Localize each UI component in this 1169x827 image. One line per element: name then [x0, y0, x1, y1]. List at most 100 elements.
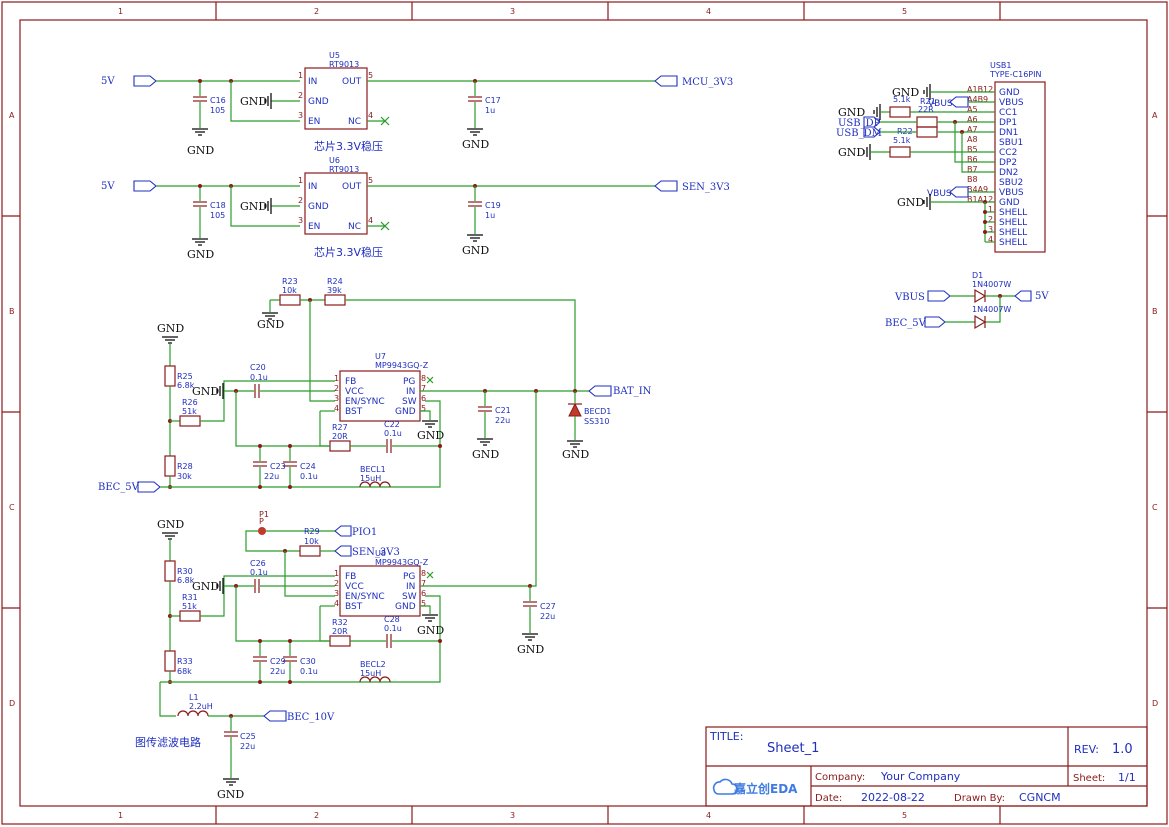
- drawn-by-label: Drawn By:: [954, 793, 1005, 804]
- col-label-2-bottom: 2: [314, 811, 319, 820]
- u8-buck-block: P1 P PIO1 R29 10k SEN_3V3 GND R30 6.8k R…: [135, 391, 556, 801]
- net-port-5v-c[interactable]: [1014, 290, 1032, 302]
- p1-pad[interactable]: [258, 527, 266, 535]
- net-port-mcu-3v3[interactable]: [654, 75, 678, 87]
- gnd-label-u5: GND: [240, 95, 267, 108]
- r26-body: [179, 415, 201, 427]
- row-label-c-right: C: [1152, 503, 1158, 512]
- u5-pin-en: EN: [308, 117, 320, 127]
- sheet-title: Sheet_1: [767, 741, 819, 756]
- u7-pin5-num: 5: [421, 404, 426, 413]
- r29-body: [299, 545, 321, 557]
- c18-ref: C18: [210, 201, 226, 210]
- row-label-a-right: A: [1152, 111, 1158, 120]
- net-port-bec-5v-b[interactable]: [924, 316, 946, 328]
- row-label-d-right: D: [1152, 699, 1158, 708]
- r33-value: 68k: [177, 667, 192, 676]
- usb1-pin-0: GND: [999, 88, 1020, 98]
- c27-ref: C27: [540, 602, 556, 611]
- r29-ref: R29: [304, 527, 320, 536]
- net-port-usb-dp[interactable]: [863, 116, 881, 128]
- c30-value: 0.1u: [300, 667, 318, 676]
- gnd-label-c18: GND: [187, 248, 214, 261]
- net-port-5v-a[interactable]: [133, 75, 157, 87]
- net-port-sen-3v3[interactable]: [654, 180, 678, 192]
- u5-pin3-num: 3: [298, 111, 303, 120]
- usb1-pin-id-0: A1B12: [967, 85, 993, 94]
- u6-pin5-num: 5: [368, 176, 373, 185]
- usb1-pin-13: SHELL: [999, 218, 1027, 228]
- usb1-pin-id-4: A7: [967, 125, 978, 134]
- usb1-pin-id-3: A6: [967, 115, 978, 124]
- u6-part: RT9013: [329, 165, 359, 174]
- c17-ref: C17: [485, 96, 501, 105]
- l1-value: 2.2uH: [189, 702, 213, 711]
- r27-ref: R27: [332, 423, 348, 432]
- gnd-label-r22: GND: [838, 146, 865, 159]
- usb1-pin-15: SHELL: [999, 238, 1027, 248]
- u5-part: RT9013: [329, 60, 359, 69]
- gnd-label-c16: GND: [187, 144, 214, 157]
- u8-pin-in: IN: [406, 582, 415, 592]
- r21-5k1-value: 5.1k: [893, 95, 911, 104]
- filter-caption: 图传滤波电路: [135, 736, 201, 749]
- net-label-bec-5v-b: BEC_5V: [885, 318, 927, 329]
- net-port-bec-10v[interactable]: [263, 710, 287, 722]
- u5-pin5-num: 5: [368, 71, 373, 80]
- r32-body: [329, 635, 351, 647]
- drawn-by-value: CGNCM: [1019, 791, 1061, 804]
- net-port-vbus-c[interactable]: [927, 290, 951, 302]
- u6-ref: U6: [329, 156, 340, 165]
- usb1-pin-id-10: B4A9: [967, 185, 988, 194]
- net-port-sen-3v3-b[interactable]: [334, 545, 352, 557]
- col-label-3-bottom: 3: [510, 811, 515, 820]
- u6-body: [304, 172, 368, 235]
- r22-5k1-value: 5.1k: [893, 136, 911, 145]
- r27-value: 20R: [332, 432, 348, 441]
- date-value: 2022-08-22: [861, 791, 925, 804]
- net-label-vbus-b: VBUS: [927, 189, 952, 199]
- gnd-label-r23: GND: [257, 318, 284, 331]
- u5-pin4-num: 4: [368, 111, 373, 120]
- usb1-pin-1: VBUS: [999, 98, 1024, 108]
- net-label-usb-dm: USB_DM: [836, 128, 882, 139]
- becd1-ref: BECD1: [584, 407, 611, 416]
- u5-pin-nc: NC: [348, 117, 361, 127]
- r21-22r-value: 22R: [918, 105, 934, 114]
- net-port-bat-in[interactable]: [588, 385, 612, 397]
- becl2-value: 15uH: [360, 669, 381, 678]
- c24-ref: C24: [300, 462, 316, 471]
- p1-value: P: [259, 517, 264, 526]
- net-port-vbus-a[interactable]: [949, 96, 969, 108]
- r30-ref: R30: [177, 567, 193, 576]
- u7-body: [339, 370, 421, 422]
- r31-ref: R31: [182, 593, 198, 602]
- row-label-c: C: [9, 503, 15, 512]
- gnd-label-r21: GND: [838, 106, 865, 119]
- gnd-label-c26: GND: [192, 580, 219, 593]
- net-port-bec-5v[interactable]: [137, 481, 161, 493]
- c26-ref: C26: [250, 559, 266, 568]
- col-label-1: 1: [118, 7, 123, 16]
- u5-pin-out: OUT: [342, 77, 362, 87]
- gnd-label-c25: GND: [217, 788, 244, 801]
- row-label-b-right: B: [1152, 307, 1158, 316]
- r31-body: [179, 610, 201, 622]
- u8-pin8-num: 8: [421, 569, 426, 578]
- net-port-5v-b[interactable]: [133, 180, 157, 192]
- gnd-label-usb-top: GND: [892, 86, 919, 99]
- col-label-2: 2: [314, 7, 319, 16]
- r30-body: [164, 560, 176, 582]
- r22-22r-body: [916, 126, 938, 138]
- r26-ref: R26: [182, 398, 198, 407]
- net-port-usb-dm[interactable]: [863, 126, 881, 138]
- r23-value: 10k: [282, 286, 297, 295]
- u8-pin5-num: 5: [421, 599, 426, 608]
- d1-diode: [974, 288, 987, 304]
- u8-pin1-num: 1: [334, 569, 339, 578]
- row-label-a: A: [9, 111, 15, 120]
- net-port-vbus-b[interactable]: [949, 186, 969, 198]
- net-port-pio1[interactable]: [334, 525, 352, 537]
- gnd-label-c20: GND: [192, 385, 219, 398]
- r33-ref: R33: [177, 657, 193, 666]
